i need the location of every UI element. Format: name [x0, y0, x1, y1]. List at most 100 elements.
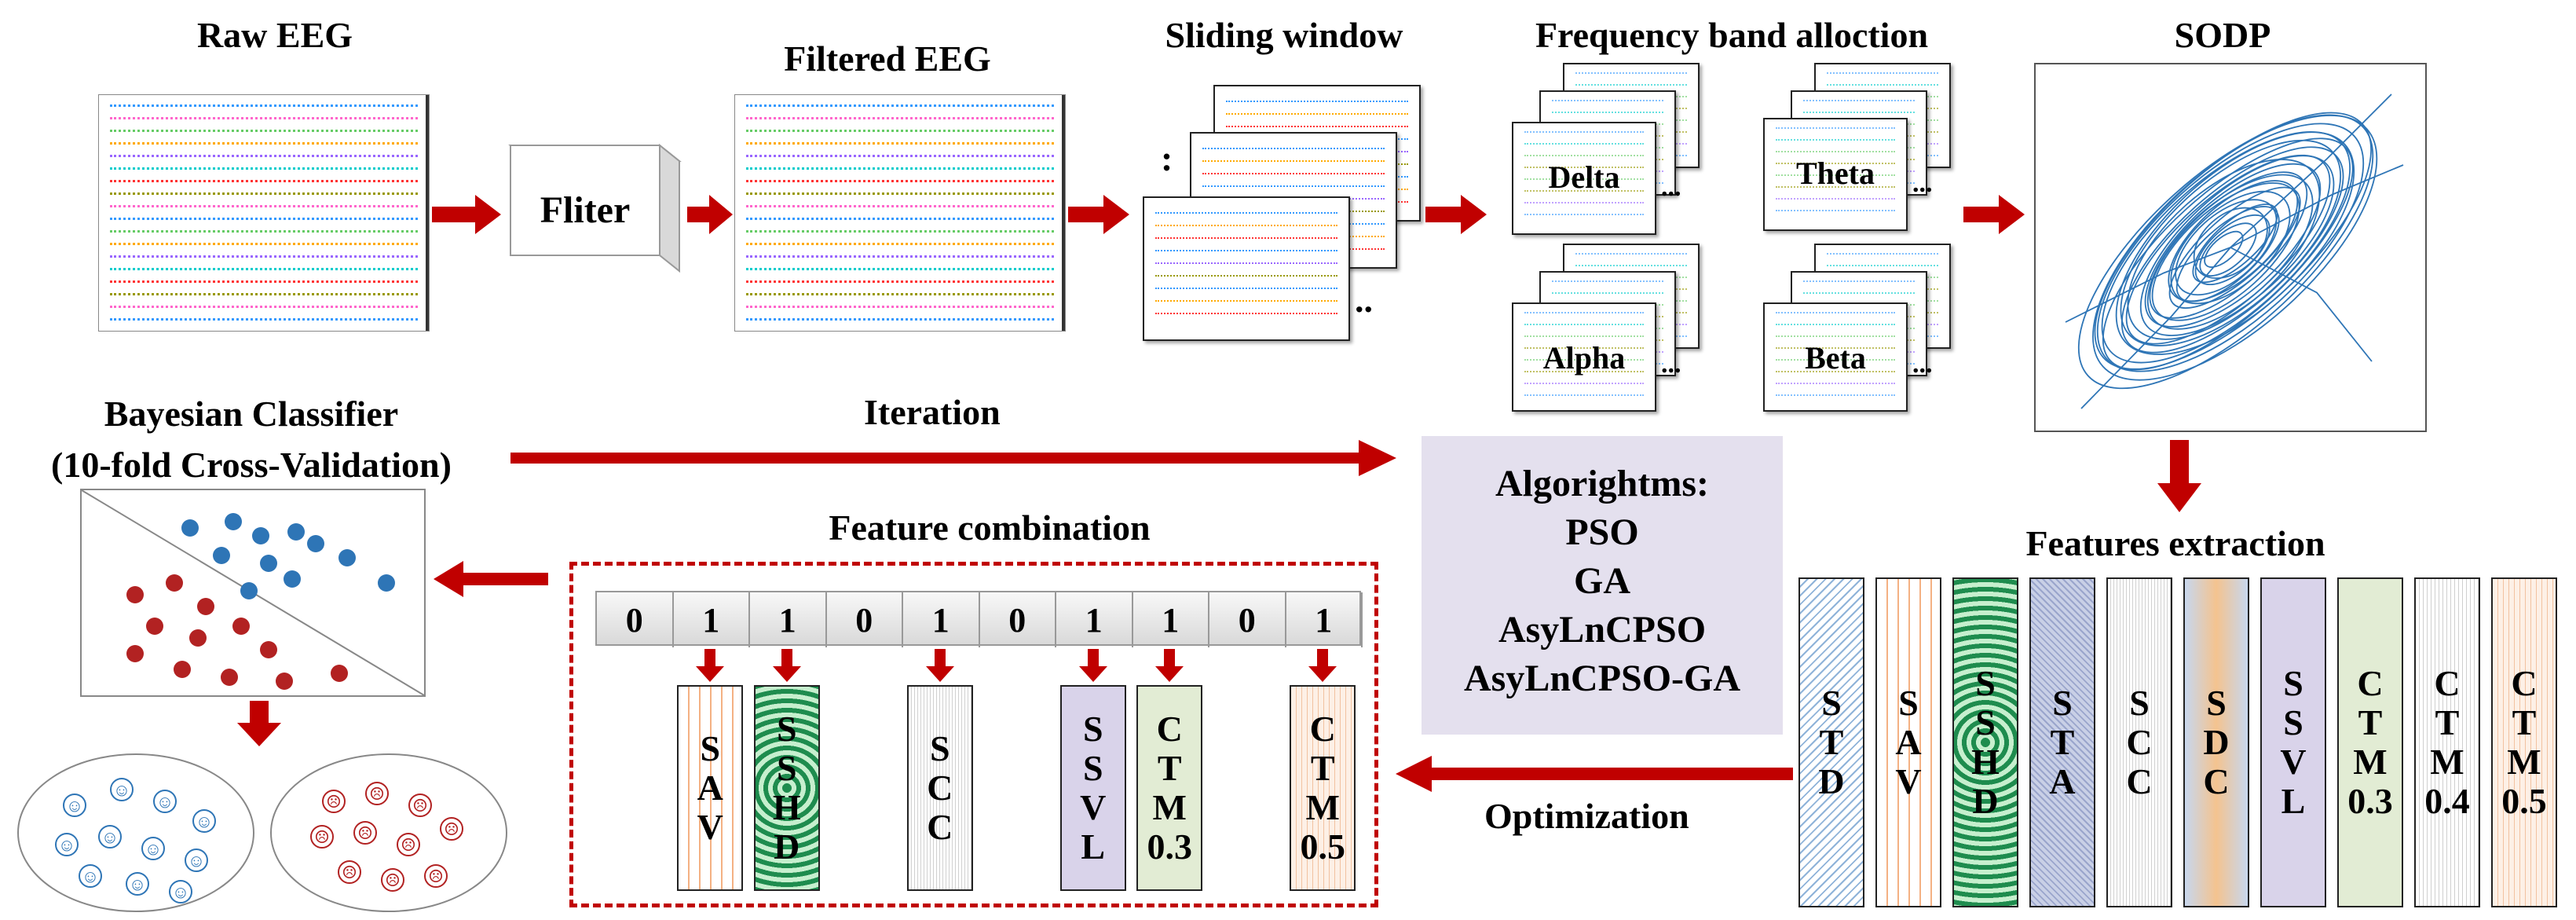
class-a-point — [287, 523, 305, 541]
happy-face-icon: ☺ — [55, 833, 79, 856]
arrow-filter-to-filtered — [687, 195, 733, 234]
sodp-trajectory-loop — [2120, 139, 2342, 346]
feature-letter: S — [776, 748, 797, 788]
bayesian-title-line1: Bayesian Classifier — [104, 394, 399, 434]
sad-face-icon: ☹ — [424, 864, 448, 888]
band-label-delta: Delta — [1548, 159, 1620, 195]
sodp-trajectory-spike — [2230, 93, 2392, 248]
arrow-raw-to-filter — [432, 195, 501, 234]
bit-cell: 1 — [750, 592, 827, 647]
feature-letter: H — [772, 787, 801, 827]
bit-cell: 1 — [1286, 592, 1363, 647]
sodp-trajectory-loop — [2077, 114, 2374, 390]
arrow-combination-to-classifier — [434, 561, 548, 597]
feature-letter: L — [1081, 827, 1106, 867]
sodp-trajectory-loop — [2094, 112, 2372, 370]
feature-letter: C — [927, 768, 953, 808]
features-extraction-title: Features extraction — [2025, 523, 2325, 563]
sodp-trajectory-loop — [2101, 130, 2351, 364]
happy-face-icon: ☺ — [98, 825, 122, 849]
bit-cell: 1 — [903, 592, 980, 647]
sliding-window-title: Sliding window — [1165, 15, 1403, 55]
feature-letter: S — [2052, 683, 2073, 723]
feature-combination-frame — [569, 562, 1378, 907]
class-b-point — [221, 669, 238, 686]
feature-letter: V — [697, 807, 723, 847]
happy-face-icon: ☺ — [110, 778, 134, 801]
feature-combination-title: Feature combination — [829, 508, 1151, 548]
sodp-title: SODP — [2174, 15, 2271, 55]
feature-letter: S — [700, 728, 721, 768]
happy-face-icon: ☺ — [185, 849, 208, 872]
feature-letter: M — [1305, 787, 1340, 827]
feature-letter: S — [1898, 683, 1919, 723]
feature-letter: H — [1971, 742, 2000, 782]
algorithm-asylncpso: AsyLnCPSO — [1498, 609, 1707, 651]
optimization-label: Optimization — [1484, 796, 1689, 836]
band-label-beta: Beta — [1805, 340, 1866, 376]
sodp-trajectory-spike — [2230, 164, 2404, 248]
sad-face-icon: ☹ — [381, 868, 404, 892]
feature-letter: C — [2126, 761, 2153, 801]
classifier-scatter — [80, 489, 426, 697]
selection-arrow — [1155, 649, 1184, 682]
class-a-point — [307, 535, 324, 552]
sodp-trajectory-loop — [2193, 207, 2268, 280]
sodp-trajectory-loop — [2127, 159, 2321, 340]
band-dots-beta: ... — [1912, 350, 1933, 379]
feature-letter: 0.3 — [1147, 827, 1193, 867]
class-a-point — [240, 582, 258, 599]
feature-letter: D — [1972, 781, 1999, 821]
feature-letter: A — [697, 768, 723, 808]
bit-cell: 0 — [597, 592, 674, 647]
filter-label: Fliter — [540, 189, 631, 231]
bit-cell: 0 — [980, 592, 1056, 647]
class-a-point — [284, 570, 301, 588]
filter-box — [508, 143, 682, 273]
selection-arrow — [1078, 649, 1107, 682]
feature-letter: D — [2203, 722, 2230, 762]
class-b-point — [126, 586, 144, 603]
feature-letter: M — [2507, 742, 2541, 782]
feature-letter: S — [929, 728, 950, 768]
feature-letter: S — [776, 709, 797, 749]
filtered-eeg-plot — [734, 94, 1066, 332]
bit-cell: 1 — [1133, 592, 1209, 647]
sodp-trajectory-spike — [2080, 247, 2231, 409]
feature-letter: S — [1975, 663, 1996, 703]
selection-arrow — [1308, 649, 1337, 682]
sliding-dots-top: : — [1161, 138, 1173, 178]
band-label-alpha: Alpha — [1542, 340, 1626, 376]
feature-letter: C — [2126, 722, 2153, 762]
sliding-dots-bottom: .. — [1355, 280, 1373, 320]
feature-letter: A — [1895, 722, 1922, 762]
band-dots-delta: ... — [1661, 173, 1681, 202]
feature-letter: M — [2353, 742, 2388, 782]
class-b-point — [260, 641, 277, 658]
feature-letter: V — [1895, 761, 1922, 801]
class-b-point — [166, 574, 183, 592]
sad-face-icon: ☹ — [322, 790, 346, 813]
class-b-point — [126, 645, 144, 662]
arrow-classifier-to-clusters — [237, 701, 281, 746]
arrow-sodp-to-features — [2157, 440, 2201, 512]
feature-letter: S — [2283, 702, 2303, 742]
feature-letter: S — [1082, 709, 1103, 749]
feature-letter: L — [2281, 781, 2306, 821]
raw-eeg-plot — [98, 94, 430, 332]
feature-letter: C — [1309, 709, 1336, 749]
class-b-point — [331, 665, 348, 682]
feature-letter: A — [2049, 761, 2076, 801]
iteration-arrow — [510, 440, 1396, 476]
sodp-trajectory-loop — [2139, 155, 2335, 336]
